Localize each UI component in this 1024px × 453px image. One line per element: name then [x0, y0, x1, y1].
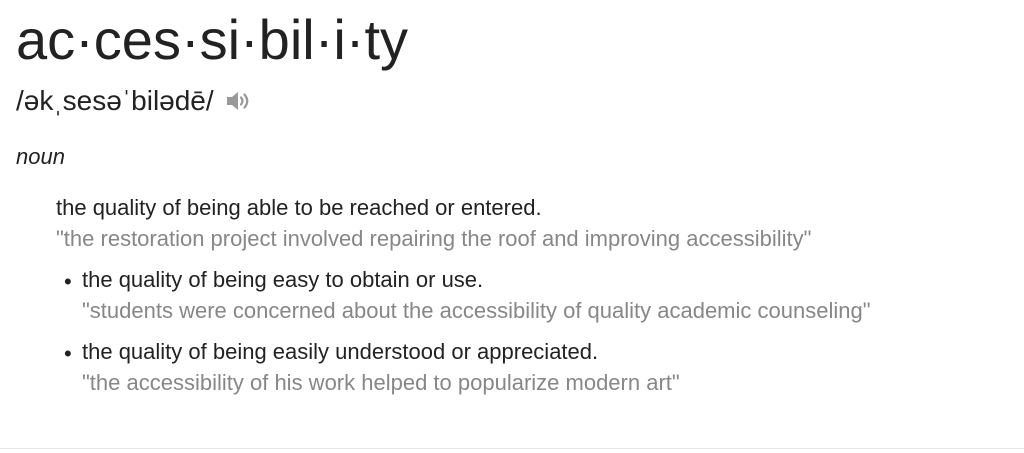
divider	[0, 448, 1024, 449]
bullet: •	[64, 341, 72, 366]
sense-2: • the quality of being easy to obtain or…	[56, 264, 1016, 326]
speaker-icon[interactable]	[224, 88, 254, 114]
pronunciation-row: /əkˌsesəˈbilədē/	[16, 80, 254, 122]
sense-definition: the quality of being able to be reached …	[56, 195, 542, 220]
sense-example: "students were concerned about the acces…	[82, 298, 871, 323]
sense-example: "the restoration project involved repair…	[56, 226, 812, 251]
sense-definition: the quality of being easily understood o…	[82, 339, 599, 364]
senses-list: the quality of being able to be reached …	[56, 192, 1016, 398]
pronunciation: /əkˌsesəˈbilədē/	[16, 85, 214, 116]
sense-definition: the quality of being easy to obtain or u…	[82, 267, 484, 292]
sense-3: • the quality of being easily understood…	[56, 336, 1016, 398]
part-of-speech: noun	[16, 144, 65, 169]
sense-1: the quality of being able to be reached …	[56, 192, 1016, 254]
sense-example: "the accessibility of his work helped to…	[82, 370, 680, 395]
headword: ac·ces·si·bil·i·ty	[16, 8, 408, 71]
bullet: •	[64, 269, 72, 294]
